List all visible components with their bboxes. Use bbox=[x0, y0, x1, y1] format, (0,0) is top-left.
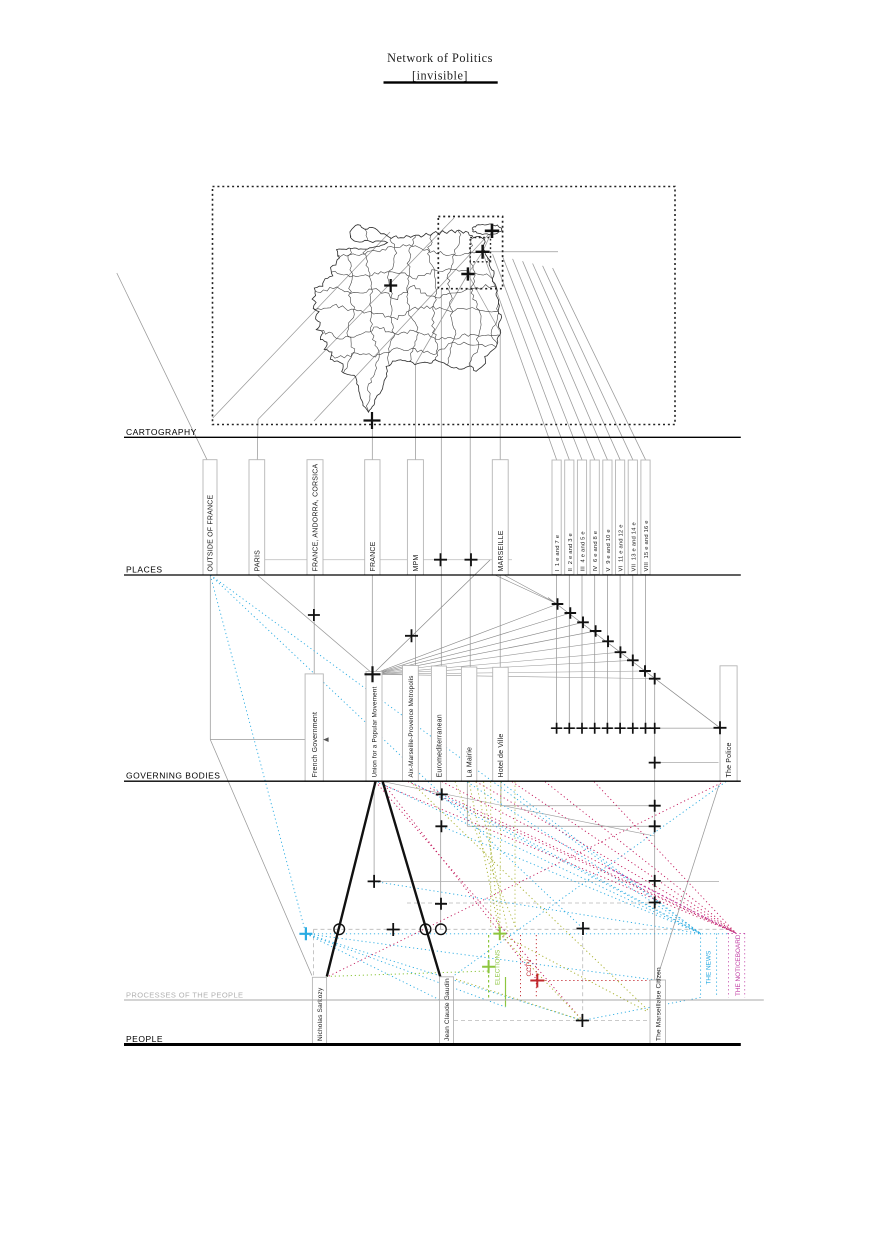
svg-text:III 4 e and 5 e: III 4 e and 5 e bbox=[581, 531, 587, 571]
svg-text:PARIS: PARIS bbox=[254, 550, 261, 572]
svg-text:VII 13 e and 14 e: VII 13 e and 14 e bbox=[631, 522, 637, 571]
svg-text:PLACES: PLACES bbox=[126, 565, 163, 575]
svg-text:PROCESSES OF THE PEOPLE: PROCESSES OF THE PEOPLE bbox=[126, 990, 243, 999]
svg-text:[invisible]: [invisible] bbox=[412, 69, 468, 83]
svg-text:MARSEILLE: MARSEILLE bbox=[498, 530, 505, 571]
svg-text:GOVERNING BODIES: GOVERNING BODIES bbox=[126, 771, 220, 781]
svg-text:Union for a Popular Movement: Union for a Popular Movement bbox=[372, 686, 379, 777]
svg-text:The Police: The Police bbox=[726, 742, 733, 777]
svg-text:THE NOTICEBOARD: THE NOTICEBOARD bbox=[735, 934, 742, 996]
svg-text:THE NEWS: THE NEWS bbox=[706, 951, 713, 985]
svg-text:The Marseillaise Citizen: The Marseillaise Citizen bbox=[655, 967, 662, 1041]
svg-text:I 1 e and 7 e: I 1 e and 7 e bbox=[555, 535, 561, 572]
svg-text:Hotel de Ville: Hotel de Ville bbox=[498, 734, 505, 778]
svg-text:CARTOGRAPHY: CARTOGRAPHY bbox=[126, 427, 197, 437]
svg-text:VIII 15 e and 16 e: VIII 15 e and 16 e bbox=[644, 520, 650, 571]
svg-text:FRANCE, ANDORRA, CORSICA: FRANCE, ANDORRA, CORSICA bbox=[313, 464, 320, 572]
svg-text:Jean Claude Gaudin: Jean Claude Gaudin bbox=[444, 978, 451, 1041]
svg-text:MPM: MPM bbox=[413, 555, 420, 572]
svg-text:Network of Politics: Network of Politics bbox=[387, 51, 493, 65]
svg-text:IV 6 e and 8 e: IV 6 e and 8 e bbox=[593, 531, 599, 572]
svg-text:Nicholas Sarkozy: Nicholas Sarkozy bbox=[317, 987, 324, 1041]
svg-text:V 9 e and 10 e: V 9 e and 10 e bbox=[606, 529, 612, 571]
svg-text:CCTV: CCTV bbox=[526, 958, 533, 976]
svg-text:II 2 e and 3 e: II 2 e and 3 e bbox=[568, 533, 574, 571]
svg-text:ELECTIONS: ELECTIONS bbox=[495, 950, 502, 985]
svg-text:La Mairie: La Mairie bbox=[467, 747, 474, 778]
svg-text:FRANCE: FRANCE bbox=[370, 541, 377, 571]
svg-text:VI 11 e and 12 e: VI 11 e and 12 e bbox=[619, 524, 625, 571]
svg-text:OUTSIDE OF FRANCE: OUTSIDE OF FRANCE bbox=[208, 494, 215, 571]
svg-text:Aix-Marseille-Provence Metropo: Aix-Marseille-Provence Metropolis bbox=[408, 675, 415, 777]
svg-text:PEOPLE: PEOPLE bbox=[126, 1034, 163, 1044]
svg-text:French Government: French Government bbox=[312, 712, 319, 778]
svg-text:Euromediterranean: Euromediterranean bbox=[437, 714, 444, 777]
